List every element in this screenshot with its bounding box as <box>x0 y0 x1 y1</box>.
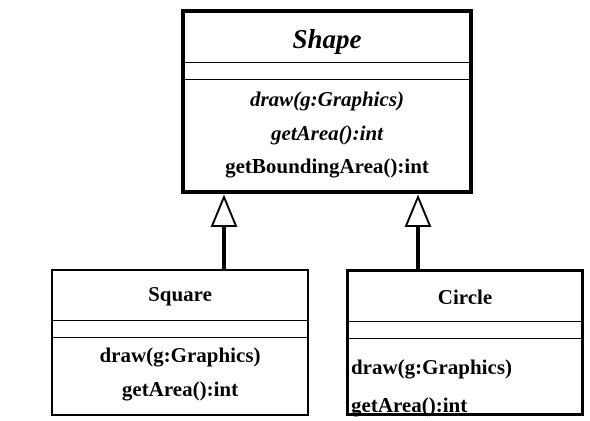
shape-attributes-divider <box>185 79 469 80</box>
circle-operation-get-area: getArea():int <box>351 393 468 417</box>
square-operation-get-area: getArea():int <box>121 377 239 401</box>
square-inheritance-arrowhead <box>210 194 238 227</box>
circle-operation-draw: draw(g:Graphics) <box>351 355 512 379</box>
circle-class-box: Circle draw(g:Graphics) getArea():int <box>346 269 584 416</box>
circle-class-name: Circle <box>437 285 493 309</box>
square-class-name: Square <box>148 282 212 306</box>
square-class-box: Square draw(g:Graphics) getArea():int <box>51 269 309 416</box>
shape-class-box: Shape draw(g:Graphics) getArea():int get… <box>181 9 473 194</box>
shape-operation-get-bounding-area: getBoundingArea():int <box>225 154 429 178</box>
square-attributes-divider <box>53 337 307 338</box>
shape-operation-get-area: getArea():int <box>271 121 383 145</box>
square-operation-draw: draw(g:Graphics) <box>99 343 261 367</box>
shape-class-name: Shape <box>292 24 362 54</box>
shape-name-divider <box>185 62 469 63</box>
shape-operation-draw: draw(g:Graphics) <box>249 87 404 111</box>
circle-attributes-divider <box>349 338 581 339</box>
circle-inheritance-arrowhead <box>404 194 432 227</box>
square-name-divider <box>53 320 307 321</box>
circle-name-divider <box>349 321 581 322</box>
